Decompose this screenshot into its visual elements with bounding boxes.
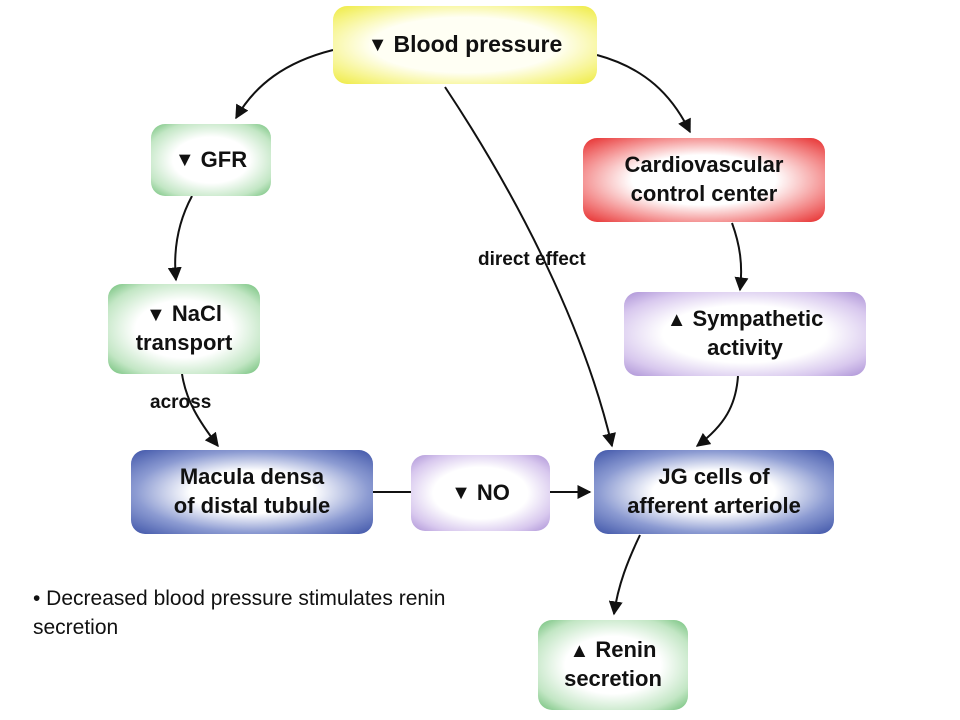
- arrow-bp-to-jg-direct: [444, 86, 616, 448]
- node-gfr: ▼ GFR: [151, 124, 271, 196]
- node-macula-densa: Macula densa of distal tubule: [131, 450, 373, 534]
- node-cardio-line1: Cardiovascular: [624, 152, 784, 178]
- node-jg-cells: JG cells of afferent arteriole: [594, 450, 834, 534]
- up-arrow-icon: ▲: [666, 308, 687, 331]
- node-nacl-transport: ▼ NaCl transport: [108, 284, 260, 374]
- node-jg-line2: afferent arteriole: [627, 493, 801, 518]
- node-gfr-label: GFR: [200, 146, 248, 172]
- node-blood-pressure-label: Blood pressure: [393, 31, 563, 58]
- node-renin-line2: secretion: [564, 666, 662, 691]
- down-arrow-icon: ▼: [451, 482, 471, 504]
- down-arrow-icon: ▼: [174, 149, 195, 171]
- node-sympathetic-line2: activity: [707, 335, 783, 360]
- up-arrow-icon: ▲: [569, 639, 590, 662]
- edge-label-across: across: [150, 392, 212, 413]
- node-nacl-line1: NaCl: [171, 301, 222, 327]
- node-renin-secretion: ▲ Renin secretion: [538, 620, 688, 710]
- down-arrow-icon: ▼: [367, 33, 388, 56]
- down-arrow-icon: ▼: [146, 303, 166, 326]
- arrow-jg-to-renin: [608, 534, 641, 616]
- node-nacl-line2: transport: [135, 330, 233, 355]
- arrow-bp-to-cardio: [596, 54, 691, 134]
- node-no-label: NO: [476, 479, 510, 505]
- arrow-nacl-to-macula: [181, 373, 219, 448]
- arrow-symp-to-jg: [695, 375, 739, 447]
- node-cardio-line2: control center: [630, 181, 778, 206]
- arrow-cardio-to-symp: [731, 222, 749, 292]
- arrow-bp-to-gfr: [235, 49, 334, 120]
- node-macula-line2: of distal tubule: [173, 493, 331, 518]
- node-cardiovascular-control-center: Cardiovascular control center: [583, 138, 825, 222]
- node-blood-pressure: ▼ Blood pressure: [333, 6, 597, 84]
- node-no: ▼ NO: [411, 455, 550, 531]
- edge-label-direct-effect: direct effect: [478, 249, 586, 270]
- node-macula-line1: Macula densa: [179, 464, 325, 490]
- bullet-note: • Decreased blood pressure stimulates re…: [33, 587, 446, 640]
- arrow-gfr-to-nacl: [167, 195, 193, 282]
- node-renin-line1: Renin: [595, 637, 657, 663]
- node-sympathetic-line1: Sympathetic: [692, 306, 824, 332]
- node-sympathetic-activity: ▲ Sympathetic activity: [624, 292, 866, 376]
- node-jg-line1: JG cells of: [658, 464, 770, 490]
